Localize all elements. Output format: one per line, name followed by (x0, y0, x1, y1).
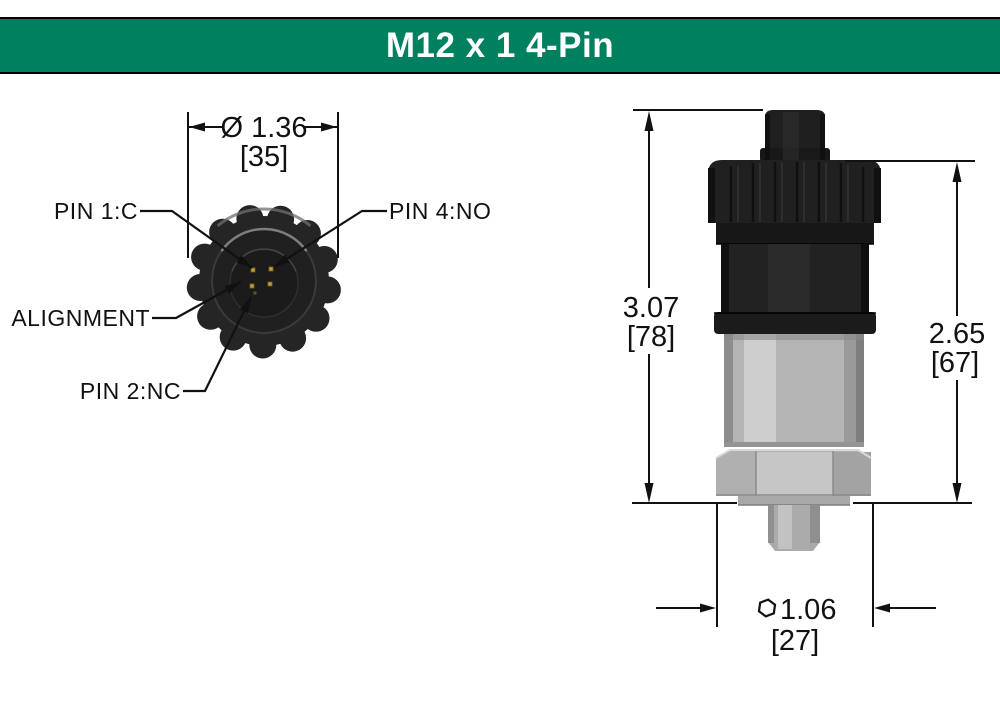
hex-dimension-mm: [27] (771, 625, 819, 657)
cap-edge (874, 168, 881, 223)
arrowhead (239, 297, 251, 314)
side-view: 3.07 [78] 2.65 [67] (623, 109, 985, 657)
title-bar: M12 x 1 4-Pin (0, 17, 1000, 74)
leader-pin1 (140, 209, 253, 269)
height-dimension-inches: 3.07 (623, 292, 679, 324)
hex-symbol-icon (757, 598, 777, 618)
collar (716, 223, 874, 244)
stub-edge (820, 114, 825, 160)
arrowhead (236, 255, 252, 268)
dim-overall-height: 3.07 [78] (623, 109, 763, 503)
diameter-dimension-inches: Ø 1.36 (220, 112, 307, 144)
ring-highlight (220, 227, 308, 252)
device-body (708, 110, 881, 551)
dim-hex-width: 1.06 [27] (656, 503, 936, 657)
lower-body-top-shadow (724, 334, 864, 340)
label-pin4: PIN 4:NO (389, 198, 491, 224)
knurl-ribs (729, 162, 865, 222)
flange-ring (714, 312, 876, 334)
dim-body-height: 2.65 [67] (845, 160, 985, 503)
knurled-cap (708, 160, 881, 223)
hex-dimension-inches: 1.06 (780, 594, 836, 626)
thread-edge (768, 505, 774, 543)
arrowhead (321, 122, 337, 132)
cap-edge (708, 168, 715, 223)
connector-knob (186, 205, 341, 359)
diameter-dimension-mm: [35] (240, 141, 288, 173)
label-pin2: PIN 2:NC (80, 378, 181, 404)
stub-edge (765, 114, 770, 160)
washer (738, 496, 850, 505)
label-alignment: ALIGNMENT (11, 305, 150, 331)
leader-pin4 (273, 209, 387, 268)
knurl-rib-highlights (737, 162, 849, 222)
upper-body-edge (721, 244, 729, 312)
label-pin1: PIN 1:C (54, 198, 138, 224)
lower-body-highlight (744, 334, 776, 447)
pin-4-contact (268, 266, 274, 272)
upper-body-edge (861, 244, 869, 312)
upper-body-highlight (768, 244, 810, 312)
lower-body-bottom-shade (724, 442, 864, 447)
pin-3-contact (249, 283, 255, 289)
stub-highlight (783, 112, 799, 160)
rim-highlight (216, 207, 312, 227)
body-dimension-inches: 2.65 (929, 318, 985, 350)
hex-top-bevel (715, 449, 872, 459)
arrowhead (274, 254, 290, 267)
leader-pin2 (183, 296, 252, 393)
hex-right-facet (833, 452, 871, 496)
leader-alignment (152, 281, 242, 320)
alignment-mark (253, 291, 257, 295)
arrowhead (224, 282, 241, 294)
lower-body-edge (856, 334, 864, 447)
pin-contacts (249, 266, 274, 295)
height-dimension-mm: [78] (627, 321, 675, 353)
lower-body-edge (724, 334, 733, 447)
hex-center-facet (756, 452, 833, 496)
top-view: Ø 1.36 [35] (11, 112, 491, 404)
thread-edge (810, 505, 820, 543)
arrowhead (189, 122, 205, 132)
pin-2-contact (267, 281, 273, 287)
pin-1-contact (250, 267, 256, 273)
thread-highlight (778, 505, 792, 549)
page-title: M12 x 1 4-Pin (385, 25, 615, 65)
body-dimension-mm: [67] (931, 347, 979, 379)
